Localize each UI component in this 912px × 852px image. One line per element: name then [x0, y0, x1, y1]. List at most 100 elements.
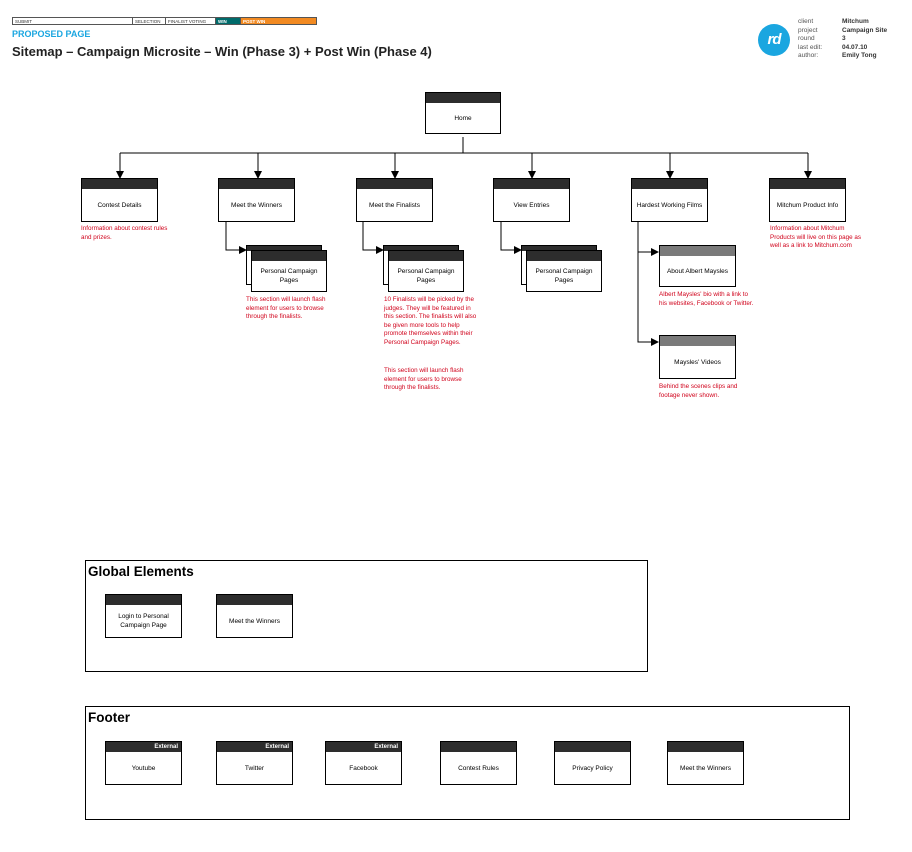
- node-label: Meet the Winners: [680, 764, 731, 772]
- node-view-entries: View Entries: [493, 178, 570, 222]
- node-header: [441, 742, 516, 752]
- node-header: [527, 251, 601, 261]
- phase-win: WIN: [216, 18, 241, 24]
- node-label: About Albert Maysles: [666, 267, 729, 275]
- arrow-winners-pages: [225, 222, 247, 254]
- footer-facebook: External Facebook: [325, 741, 402, 785]
- node-personal-pages-winners: Personal Campaign Pages: [251, 250, 327, 292]
- note-product-info: Information about Mitchum Products will …: [770, 225, 862, 250]
- node-label: Personal Campaign Pages: [260, 268, 318, 284]
- arrow-maysles-videos: [637, 252, 659, 346]
- meta-key: author:: [798, 52, 819, 59]
- node-header: [668, 742, 743, 752]
- node-header: [555, 742, 630, 752]
- node-label: Personal Campaign Pages: [535, 268, 593, 284]
- node-header: [106, 595, 181, 605]
- node-header: [82, 179, 157, 189]
- node-label: Meet the Winners: [229, 617, 280, 625]
- footer-twitter: External Twitter: [216, 741, 293, 785]
- arrow-entries-pages: [500, 222, 522, 254]
- meta-key: round: [798, 35, 815, 42]
- node-about-maysles: About Albert Maysles: [659, 245, 736, 287]
- external-badge: External: [326, 742, 401, 752]
- node-header: [247, 246, 321, 251]
- phase-selection: SELECTION: [133, 18, 166, 24]
- node-label: Hardest Working Films: [636, 201, 703, 209]
- document-meta: client Mitchum project Campaign Site round…: [798, 18, 887, 61]
- phase-finalist-voting: FINALIST VOTING: [166, 18, 216, 24]
- node-label: Mitchum Product Info: [776, 201, 839, 209]
- node-label: Home: [454, 114, 472, 122]
- node-header: [660, 246, 735, 256]
- node-personal-pages-entries: Personal Campaign Pages: [526, 250, 602, 292]
- node-label: Meet the Winners: [231, 201, 282, 209]
- node-contest-details: Contest Details: [81, 178, 158, 222]
- node-header: [522, 246, 596, 251]
- footer-privacy-policy: Privacy Policy: [554, 741, 631, 785]
- node-maysles-videos: Maysles' Videos: [659, 335, 736, 379]
- node-header: [632, 179, 707, 189]
- note-finalists-flash: This section will launch flash element f…: [384, 367, 464, 392]
- note-winners-pages: This section will launch flash element f…: [246, 296, 326, 321]
- phase-submit: SUBMIT: [13, 18, 133, 24]
- node-label: Meet the Finalists: [369, 201, 420, 209]
- global-elements-title: Global Elements: [88, 564, 194, 579]
- node-header: [494, 179, 569, 189]
- arrow-finalists-pages: [362, 222, 384, 254]
- phase-progress-bar: SUBMIT SELECTION FINALIST VOTING WIN POS…: [12, 17, 317, 25]
- node-product-info: Mitchum Product Info: [769, 178, 846, 222]
- meta-author: Emily Tong: [842, 52, 877, 59]
- note-finalists-pages: 10 Finalists will be picked by the judge…: [384, 296, 477, 346]
- node-label: Maysles' Videos: [674, 358, 721, 366]
- global-meet-winners: Meet the Winners: [216, 594, 293, 638]
- meta-project: Campaign Site: [842, 26, 888, 34]
- node-header: [389, 251, 463, 261]
- phase-post-win: POST WIN: [241, 18, 316, 24]
- note-maysles-videos: Behind the scenes clips and footage neve…: [659, 383, 738, 399]
- node-header: [357, 179, 432, 189]
- node-personal-pages-finalists: Personal Campaign Pages: [388, 250, 464, 292]
- node-header: [217, 595, 292, 605]
- node-label: Personal Campaign Pages: [397, 268, 455, 284]
- footer-meet-winners: Meet the Winners: [667, 741, 744, 785]
- node-label: Facebook: [349, 764, 378, 772]
- arrow-about-maysles: [637, 222, 659, 256]
- footer-title: Footer: [88, 710, 130, 725]
- node-header: [252, 251, 326, 261]
- meta-round: 3: [842, 35, 846, 42]
- footer-panel: Footer External Youtube External Twitter…: [85, 706, 850, 820]
- meta-key: last edit:: [798, 43, 823, 51]
- node-label: Contest Rules: [458, 764, 499, 772]
- node-header: [660, 336, 735, 346]
- node-meet-winners: Meet the Winners: [218, 178, 295, 222]
- node-label: Twitter: [244, 764, 265, 772]
- node-header: [219, 179, 294, 189]
- meta-last-edit: 04.07.10: [842, 43, 868, 51]
- external-badge: External: [217, 742, 292, 752]
- global-elements-panel: Global Elements Login to Personal Campai…: [85, 560, 648, 672]
- meta-key: project: [798, 26, 818, 34]
- node-label: Login to Personal Campaign Page: [118, 613, 169, 629]
- node-label: Youtube: [131, 764, 156, 772]
- proposed-page-label: PROPOSED PAGE: [12, 29, 91, 39]
- node-label: Contest Details: [97, 201, 142, 209]
- node-hardest-working-films: Hardest Working Films: [631, 178, 708, 222]
- footer-contest-rules: Contest Rules: [440, 741, 517, 785]
- external-badge: External: [106, 742, 181, 752]
- node-label: Privacy Policy: [572, 764, 613, 772]
- meta-key: client: [798, 18, 814, 25]
- node-label: View Entries: [513, 201, 550, 209]
- node-meet-finalists: Meet the Finalists: [356, 178, 433, 222]
- node-home: Home: [425, 92, 501, 134]
- node-header: [770, 179, 845, 189]
- node-header: [426, 93, 500, 103]
- note-about-maysles: Albert Maysles' bio with a link to his w…: [659, 291, 754, 307]
- note-contest-details: Information about contest rules and priz…: [81, 225, 168, 241]
- meta-client: Mitchum: [842, 18, 869, 25]
- page-title: Sitemap – Campaign Microsite – Win (Phas…: [12, 44, 432, 59]
- footer-youtube: External Youtube: [105, 741, 182, 785]
- company-logo: rd: [758, 24, 790, 56]
- global-login: Login to Personal Campaign Page: [105, 594, 182, 638]
- node-header: [384, 246, 458, 251]
